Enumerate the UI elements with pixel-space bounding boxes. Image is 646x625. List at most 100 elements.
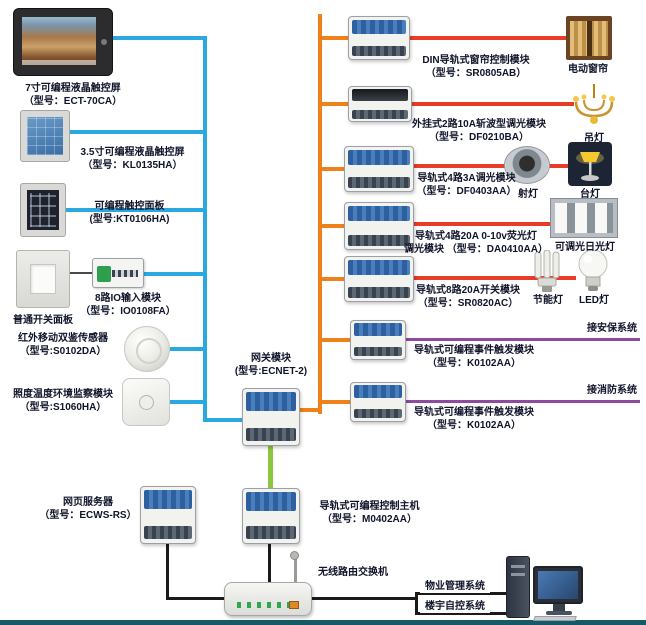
module-chopper-dimmer-label: 外挂式2路10A斩波型调光模块 （型号：DF0210BA） xyxy=(404,118,554,144)
right-bus-to-gateway-line xyxy=(300,408,318,412)
module-name: DIN导轨式窗帘控制模块 xyxy=(422,55,530,66)
web-server-image xyxy=(140,486,196,544)
switch-panel-image xyxy=(16,250,70,308)
chandelier-icon xyxy=(572,84,616,130)
module-model: （型号：DF0403AA） xyxy=(416,186,517,197)
pir-sensor-image xyxy=(124,326,170,372)
split-line xyxy=(415,592,418,614)
router-antenna xyxy=(294,556,297,584)
device-name: 照度温度环境监察模块 xyxy=(13,389,113,400)
device-model: （型号：IO0108FA） xyxy=(80,306,176,317)
switch-panel-label: 普通开关面板 xyxy=(6,314,80,327)
module-8ch-switch-image xyxy=(344,256,414,302)
branch-env-line xyxy=(170,400,203,404)
monitor-base xyxy=(546,611,572,615)
device-name: 普通开关面板 xyxy=(13,315,73,326)
feed-curtain-line xyxy=(410,36,566,40)
device-name: 7寸可编程液晶触控屏 xyxy=(25,83,121,94)
touchscreen-35in-image xyxy=(20,110,70,162)
device-name: 可编程触控面板 xyxy=(94,201,165,212)
device-name: 3.5寸可编程液晶触控屏 xyxy=(80,147,185,158)
web-server-label: 网页服务器 （型号：ECWS-RS） xyxy=(38,496,138,522)
feed-fluorescent-line xyxy=(414,222,552,226)
module-event-trigger-2-image xyxy=(350,382,406,422)
gateway-label: 网关模块 (型号:ECNET-2) xyxy=(228,352,314,378)
device-model: (型号:ECNET-2) xyxy=(234,366,308,377)
touchscreen-7in-label: 7寸可编程液晶触控屏 （型号：ECT-70CA） xyxy=(8,82,138,108)
appliance-name: 电动窗帘 xyxy=(568,64,608,75)
branch-module3-line xyxy=(322,167,348,171)
feed-lamps-line xyxy=(414,276,576,280)
appliance-name: 吊灯 xyxy=(584,133,604,144)
feed-spotlight-line xyxy=(414,164,570,168)
ts7-home-button-icon xyxy=(101,39,107,45)
left-bus-line xyxy=(203,36,207,422)
device-name: 红外移动双鉴传感器 xyxy=(18,333,108,344)
controller-to-router-line xyxy=(268,544,271,582)
monitor-stand xyxy=(553,604,565,611)
device-name: 网关模块 xyxy=(251,353,291,364)
branch-module2-line xyxy=(322,102,348,106)
module-0-10v-dimmer-image xyxy=(344,202,414,250)
module-name: 外挂式2路10A斩波型调光模块 xyxy=(412,119,546,130)
ts7-screen xyxy=(22,17,96,65)
keyboard-icon xyxy=(533,616,577,621)
module-model: 调光模块 （型号：DA0410AA） xyxy=(404,244,548,255)
spotlight-label: 射灯 xyxy=(510,188,546,201)
chandelier-label: 吊灯 xyxy=(576,132,612,145)
env-module-image xyxy=(122,378,170,426)
io-module-image xyxy=(92,258,144,288)
fluorescent-light-label: 可调光日光灯 xyxy=(546,241,624,254)
chandelier-svg xyxy=(573,84,615,124)
server-down-line xyxy=(166,544,169,600)
led-bulb-label: LED灯 xyxy=(572,294,616,307)
link-name: 接安保系统 xyxy=(587,323,637,334)
led-bulb-icon xyxy=(574,248,612,292)
branch-module1-line xyxy=(322,36,348,40)
device-name: 8路IO输入模块 xyxy=(94,293,162,304)
router-antenna-tip xyxy=(290,551,299,560)
keypad-grid xyxy=(27,190,59,230)
device-model: (型号:KT0106HA) xyxy=(89,214,170,225)
computer-tower-icon xyxy=(506,556,530,618)
pms-line xyxy=(415,592,506,595)
touchscreen-35in-label: 3.5寸可编程液晶触控屏 （型号：KL0135HA） xyxy=(70,146,195,172)
branch-module5-line xyxy=(322,277,348,281)
desk-lamp-label: 台灯 xyxy=(572,188,608,201)
module-name: 导轨式4路20A 0-10v荧光灯 xyxy=(415,231,537,242)
bas-line xyxy=(415,612,506,615)
device-name: 网页服务器 xyxy=(63,497,113,508)
router-leds xyxy=(237,602,293,608)
gateway-module-image xyxy=(242,388,300,446)
env-module-label: 照度温度环境监察模块 （型号:S1060HA） xyxy=(4,388,122,414)
spotlight-icon xyxy=(504,146,550,184)
branch-ts7-line xyxy=(113,36,203,40)
trigger-security-line xyxy=(406,338,640,341)
cfl-lamp-icon xyxy=(530,249,564,292)
electric-curtain-label: 电动窗帘 xyxy=(556,63,620,76)
ts35-screen xyxy=(27,117,63,155)
electric-curtain-icon xyxy=(566,16,612,60)
module-model: （型号：DF0210BA） xyxy=(428,132,530,143)
module-event-trigger-1-image xyxy=(350,320,406,360)
device-model: （型号：KL0135HA） xyxy=(82,160,183,171)
branch-pir-line xyxy=(170,347,203,351)
module-model: （型号：K0102AA） xyxy=(427,358,521,369)
module-model: （型号：SR0820AC） xyxy=(417,298,519,309)
switch-to-io-line xyxy=(70,272,92,274)
link-name: 接消防系统 xyxy=(587,385,637,396)
module-4ch-dimmer-label: 导轨式4路3A调光模块 （型号：DF0403AA） xyxy=(404,172,529,198)
gateway-to-controller-line xyxy=(268,446,273,488)
appliance-name: 节能灯 xyxy=(533,295,563,306)
monitor-screen xyxy=(538,571,578,599)
module-0-10v-dimmer-label: 导轨式4路20A 0-10v荧光灯 调光模块 （型号：DA0410AA） xyxy=(402,230,550,256)
led-bulb-svg xyxy=(578,249,608,291)
branch-module6-line xyxy=(322,338,352,342)
cfl-lamp-label: 节能灯 xyxy=(524,294,572,307)
curtain-gap xyxy=(587,21,592,56)
pms-text: 物业管理系统 xyxy=(425,581,485,592)
footer-bar xyxy=(0,620,646,625)
bas-label: 楼宇自控系统 xyxy=(420,600,490,613)
device-model: （型号:S0102DA） xyxy=(19,346,107,357)
module-8ch-switch-label: 导轨式8路20A开关模块 （型号：SR0820AC） xyxy=(404,284,532,310)
